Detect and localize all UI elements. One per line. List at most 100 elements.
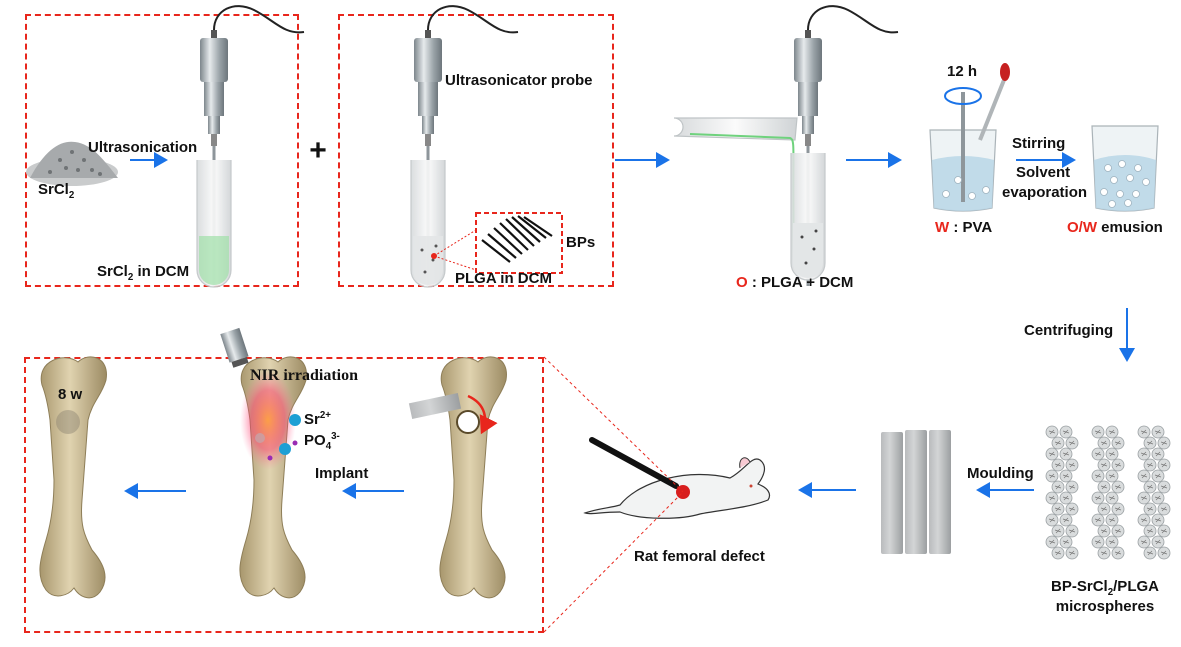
implant-label: Implant [315, 465, 369, 482]
nir-irradiation-label: NIR irradiation [250, 367, 358, 384]
test-tube-srcl2 [196, 159, 232, 288]
microsphere [1051, 436, 1065, 450]
microsphere [1059, 469, 1073, 483]
ion-dot [255, 433, 265, 443]
ultrasonication-label: Ultrasonication [88, 139, 198, 156]
microsphere [1105, 469, 1119, 483]
microsphere [1051, 458, 1065, 472]
microspheres-label: BP-SrCl2/PLGA microspheres [1051, 578, 1159, 615]
microsphere [1157, 436, 1171, 450]
microsphere [1151, 425, 1165, 439]
microsphere [1151, 535, 1165, 549]
microsphere [1059, 491, 1073, 505]
microsphere [1065, 524, 1079, 538]
microsphere [1137, 535, 1151, 549]
microsphere [1045, 425, 1059, 439]
stirring-label: Stirring [1012, 135, 1066, 152]
microsphere [1051, 524, 1065, 538]
microsphere [1065, 458, 1079, 472]
emulsion-label: O/W emusion [1067, 219, 1163, 236]
microsphere [1059, 425, 1073, 439]
microsphere [1051, 502, 1065, 516]
microsphere [1045, 491, 1059, 505]
microsphere [1105, 447, 1119, 461]
step1-panel [25, 14, 299, 287]
microsphere [1097, 502, 1111, 516]
microsphere [1091, 535, 1105, 549]
rat-zoom-connector [543, 356, 684, 633]
ultrasonicator-probe-label: Ultrasonicator probe [445, 72, 593, 89]
microsphere [1111, 546, 1125, 560]
test-tube-mixture [790, 152, 826, 281]
stir-rotation-icon [944, 87, 982, 105]
microsphere [1105, 513, 1119, 527]
microsphere [1097, 524, 1111, 538]
microsphere [1137, 491, 1151, 505]
po4-legend-dot [292, 440, 298, 446]
microsphere [1137, 469, 1151, 483]
ion-dot [267, 455, 273, 461]
microsphere [1091, 491, 1105, 505]
microsphere [1157, 480, 1171, 494]
microsphere [1143, 458, 1157, 472]
microsphere [1097, 458, 1111, 472]
microsphere [1065, 436, 1079, 450]
microsphere [1151, 469, 1165, 483]
microsphere [1111, 480, 1125, 494]
solvent-label: Solvent [1016, 164, 1071, 181]
sr-ion-dot [279, 443, 291, 455]
microsphere [1143, 546, 1157, 560]
microsphere [1143, 524, 1157, 538]
plga-in-dcm-label: PLGA in DCM [455, 270, 552, 287]
bps-label: BPs [566, 234, 596, 251]
microsphere [1059, 513, 1073, 527]
microsphere [1137, 425, 1151, 439]
microsphere [1105, 491, 1119, 505]
microsphere [1097, 480, 1111, 494]
microsphere [1091, 447, 1105, 461]
bp-inset-connector [433, 229, 477, 271]
microsphere [1059, 447, 1073, 461]
microsphere [1091, 513, 1105, 527]
laser-glow [240, 370, 296, 470]
eight-weeks-label: 8 w [58, 386, 83, 403]
femur-healed [39, 356, 107, 599]
microsphere [1157, 546, 1171, 560]
scaffold-rod-insert [408, 392, 462, 420]
microsphere [1151, 513, 1165, 527]
test-tube-plga [410, 159, 446, 288]
microsphere [1143, 480, 1157, 494]
stir-time-label: 12 h [947, 63, 978, 80]
microsphere [1105, 425, 1119, 439]
plus-sign: + [309, 134, 327, 167]
microsphere [1111, 502, 1125, 516]
oil-phase-label: O : PLGA + DCM [736, 274, 854, 291]
microsphere [1097, 436, 1111, 450]
microsphere [1111, 458, 1125, 472]
pouring-tube [673, 117, 798, 261]
microsphere [1105, 535, 1119, 549]
microsphere [1091, 425, 1105, 439]
centrifuging-label: Centrifuging [1024, 322, 1114, 339]
rat-illustration [583, 437, 771, 519]
microsphere [1045, 447, 1059, 461]
insert-arrow [467, 394, 498, 435]
microsphere [1111, 524, 1125, 538]
microsphere [1065, 502, 1079, 516]
microsphere [1051, 480, 1065, 494]
black-phosphorus-sheet [481, 215, 553, 263]
beaker-pva [929, 63, 1010, 212]
microsphere [1111, 436, 1125, 450]
sr-ion-label: Sr2+ [304, 410, 331, 428]
femur-defect [439, 356, 507, 599]
microsphere [1045, 513, 1059, 527]
microsphere [1137, 447, 1151, 461]
microsphere [1065, 480, 1079, 494]
microsphere [1045, 535, 1059, 549]
beaker-emulsion [1091, 125, 1159, 212]
rat-femoral-defect-label: Rat femoral defect [634, 548, 765, 565]
microsphere [1091, 469, 1105, 483]
microsphere [1157, 502, 1171, 516]
scaffold-rods [881, 430, 951, 554]
